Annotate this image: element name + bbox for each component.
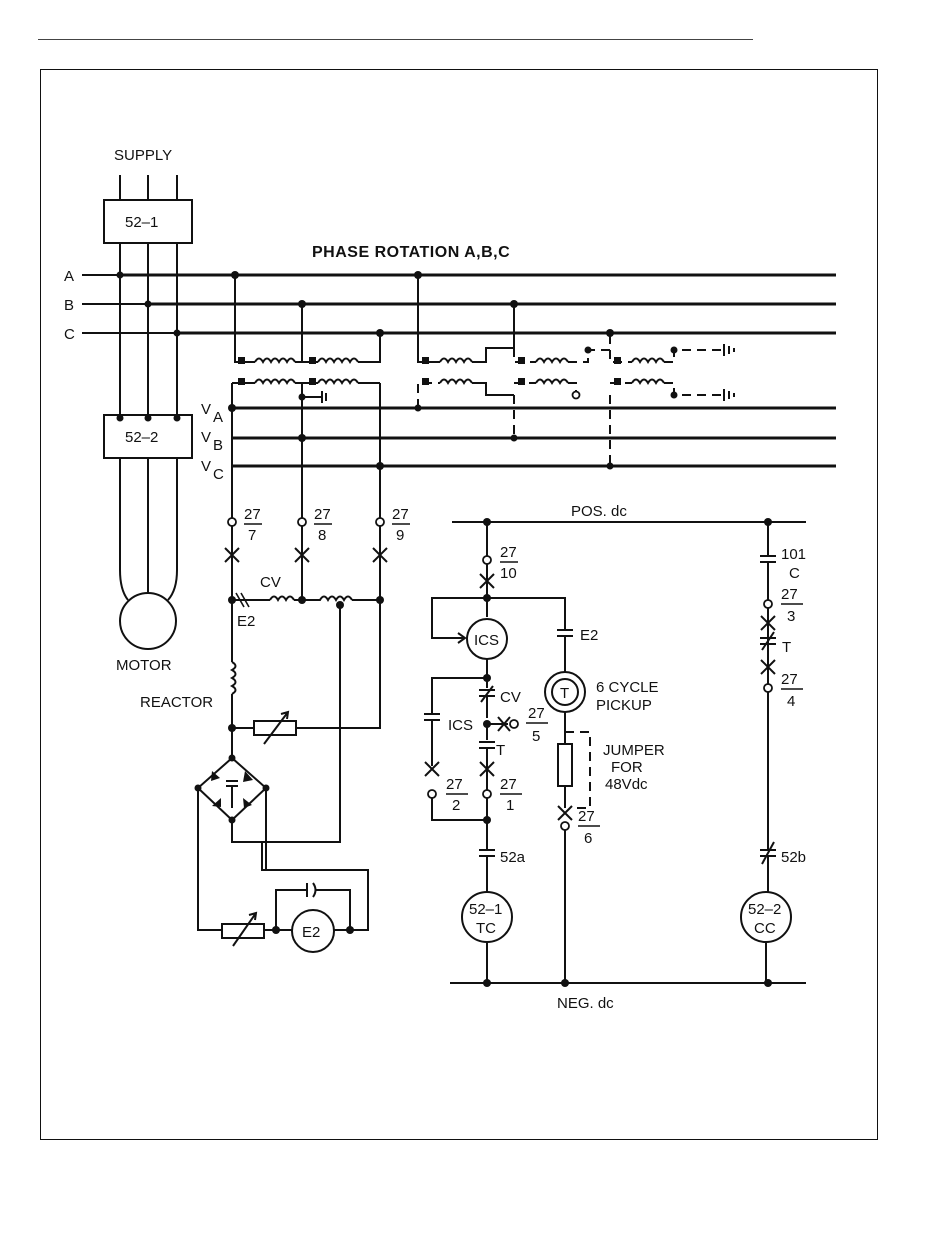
reactor-label: REACTOR bbox=[140, 694, 213, 711]
contact-27-7-den: 7 bbox=[248, 527, 256, 544]
t-contact-2-label: T bbox=[782, 639, 791, 656]
ics-coil-label: ICS bbox=[474, 632, 499, 649]
supply-label: SUPPLY bbox=[114, 147, 172, 164]
t-contact-1-label: T bbox=[496, 742, 505, 759]
e2-label: E2 bbox=[237, 613, 255, 630]
motor-symbol bbox=[120, 593, 176, 649]
ground-icon bbox=[724, 389, 734, 401]
pickup-label: PICKUP bbox=[596, 697, 652, 714]
jumper-for-label: FOR bbox=[611, 759, 643, 776]
contact-52a-label: 52a bbox=[500, 849, 526, 866]
ground-icon bbox=[724, 344, 734, 356]
contact-27-3-num: 27 bbox=[781, 586, 798, 603]
close-coil-sub-label: CC bbox=[754, 920, 776, 937]
voltage-buses: V A V B V C bbox=[201, 383, 836, 520]
contact-27-5-den: 5 bbox=[532, 728, 540, 745]
breaker-52-1-label: 52–1 bbox=[125, 214, 158, 231]
neg-dc-label: NEG. dc bbox=[557, 995, 614, 1012]
phase-rotation-label: PHASE ROTATION A,B,C bbox=[312, 244, 510, 261]
contact-27-1-num: 27 bbox=[500, 776, 517, 793]
vb-label: V bbox=[201, 429, 211, 446]
phase-a-label: A bbox=[64, 268, 74, 285]
contact-27-1-den: 1 bbox=[506, 797, 514, 814]
trip-coil-label: 52–1 bbox=[469, 901, 502, 918]
contact-27-7-num: 27 bbox=[244, 506, 261, 523]
phase-b-label: B bbox=[64, 297, 74, 314]
dc-control-circuit: POS. dc NEG. dc 27 10 E2 ICS ICS CV 27 5… bbox=[424, 503, 806, 1012]
va-label: V bbox=[201, 401, 211, 418]
va-sub-label: A bbox=[213, 409, 223, 426]
c101-bot-label: C bbox=[789, 565, 800, 582]
pos-dc-label: POS. dc bbox=[571, 503, 627, 520]
contact-27-8-den: 8 bbox=[318, 527, 326, 544]
vc-sub-label: C bbox=[213, 466, 224, 483]
contact-52b-label: 52b bbox=[781, 849, 806, 866]
vb-sub-label: B bbox=[213, 437, 223, 454]
e2-contact-label: E2 bbox=[580, 627, 598, 644]
vc-label: V bbox=[201, 458, 211, 475]
c101-top-label: 101 bbox=[781, 546, 806, 563]
contact-27-9-num: 27 bbox=[392, 506, 409, 523]
e2-meter-label: E2 bbox=[302, 924, 320, 941]
contact-27-5-num: 27 bbox=[528, 705, 545, 722]
contact-27-2-num: 27 bbox=[446, 776, 463, 793]
ground-icon bbox=[302, 391, 326, 403]
resistor bbox=[558, 744, 572, 786]
trip-coil-sub-label: TC bbox=[476, 920, 496, 937]
jumper-label: JUMPER bbox=[603, 742, 665, 759]
undervoltage-relay-circuit: 27 7 27 8 27 9 CV E2 REACTOR bbox=[140, 506, 410, 952]
contact-27-6-num: 27 bbox=[578, 808, 595, 825]
cv-label: CV bbox=[260, 574, 281, 591]
contact-27-8-num: 27 bbox=[314, 506, 331, 523]
motor-label: MOTOR bbox=[116, 657, 172, 674]
timer-coil-label: T bbox=[560, 685, 569, 702]
contact-27-4-den: 4 bbox=[787, 693, 795, 710]
ics-contact-label: ICS bbox=[448, 717, 473, 734]
contact-27-3-den: 3 bbox=[787, 608, 795, 625]
close-coil-label: 52–2 bbox=[748, 901, 781, 918]
six-cycle-label: 6 CYCLE bbox=[596, 679, 659, 696]
supply-section: SUPPLY 52–1 52–2 MOTOR bbox=[104, 147, 192, 674]
contact-27-10-den: 10 bbox=[500, 565, 517, 582]
contact-27-2-den: 2 bbox=[452, 797, 460, 814]
contact-27-6-den: 6 bbox=[584, 830, 592, 847]
cv-contact-label: CV bbox=[500, 689, 521, 706]
contact-27-10-num: 27 bbox=[500, 544, 517, 561]
pt-group-left bbox=[232, 275, 380, 403]
contact-27-4-num: 27 bbox=[781, 671, 798, 688]
jumper-48v-label: 48Vdc bbox=[605, 776, 648, 793]
contact-27-9-den: 9 bbox=[396, 527, 404, 544]
breaker-52-2-label: 52–2 bbox=[125, 429, 158, 446]
phase-c-label: C bbox=[64, 326, 75, 343]
